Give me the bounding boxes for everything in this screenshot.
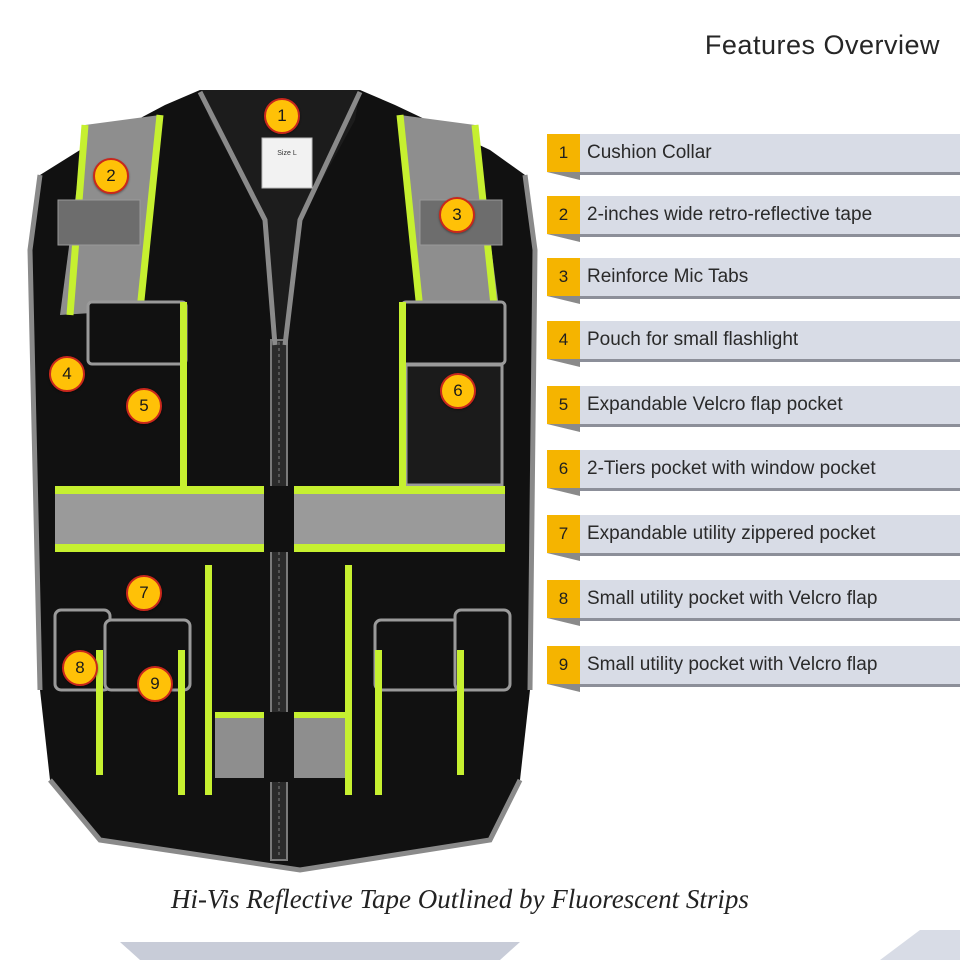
feature-row: 4 Pouch for small flashlight — [547, 321, 960, 367]
page-title: Features Overview — [704, 30, 940, 60]
feature-number: 5 — [547, 386, 580, 424]
collar-tag — [261, 137, 313, 189]
marker-6: 6 — [440, 373, 476, 409]
feature-number: 9 — [547, 646, 580, 684]
feature-number: 3 — [547, 258, 580, 296]
feature-label: Small utility pocket with Velcro flap — [587, 588, 878, 609]
lower-right-pocket-2 — [453, 608, 512, 692]
left-mesh-tab — [57, 199, 141, 246]
feature-row: 9 Small utility pocket with Velcro flap — [547, 646, 960, 692]
footer-stripe — [120, 930, 960, 960]
feature-row: 1 Cushion Collar — [547, 134, 960, 180]
feature-label: Cushion Collar — [587, 142, 712, 163]
feature-number: 6 — [547, 450, 580, 488]
feature-label: Expandable Velcro flap pocket — [587, 394, 843, 415]
marker-1: 1 — [264, 98, 300, 134]
feature-number: 7 — [547, 515, 580, 553]
feature-label: 2-Tiers pocket with window pocket — [587, 458, 876, 479]
marker-5: 5 — [126, 388, 162, 424]
marker-8: 8 — [62, 650, 98, 686]
marker-7: 7 — [126, 575, 162, 611]
feature-row: 7 Expandable utility zippered pocket — [547, 515, 960, 561]
right-chest-pocket — [400, 300, 507, 366]
feature-row: 2 2-inches wide retro-reflective tape — [547, 196, 960, 242]
vest-collar — [200, 90, 360, 360]
tagline: Hi-Vis Reflective Tape Outlined by Fluor… — [171, 884, 749, 914]
feature-label: Small utility pocket with Velcro flap — [587, 654, 878, 675]
feature-number: 4 — [547, 321, 580, 359]
feature-label: Pouch for small flashlight — [587, 329, 799, 350]
marker-3: 3 — [439, 197, 475, 233]
feature-row: 3 Reinforce Mic Tabs — [547, 258, 960, 304]
left-chest-pocket — [86, 300, 188, 366]
lower-right-pocket — [373, 618, 462, 692]
feature-row: 6 2-Tiers pocket with window pocket — [547, 450, 960, 496]
marker-4: 4 — [49, 356, 85, 392]
feature-label: Expandable utility zippered pocket — [587, 523, 876, 544]
feature-label: 2-inches wide retro-reflective tape — [587, 204, 873, 225]
feature-number: 2 — [547, 196, 580, 234]
collar-tag-size: Size L — [277, 150, 297, 157]
marker-9: 9 — [137, 666, 173, 702]
marker-2: 2 — [93, 158, 129, 194]
feature-label: Reinforce Mic Tabs — [587, 266, 749, 287]
window-pocket — [404, 363, 504, 487]
feature-row: 5 Expandable Velcro flap pocket — [547, 386, 960, 432]
feature-number: 1 — [547, 134, 580, 172]
feature-number: 8 — [547, 580, 580, 618]
feature-row: 8 Small utility pocket with Velcro flap — [547, 580, 960, 626]
